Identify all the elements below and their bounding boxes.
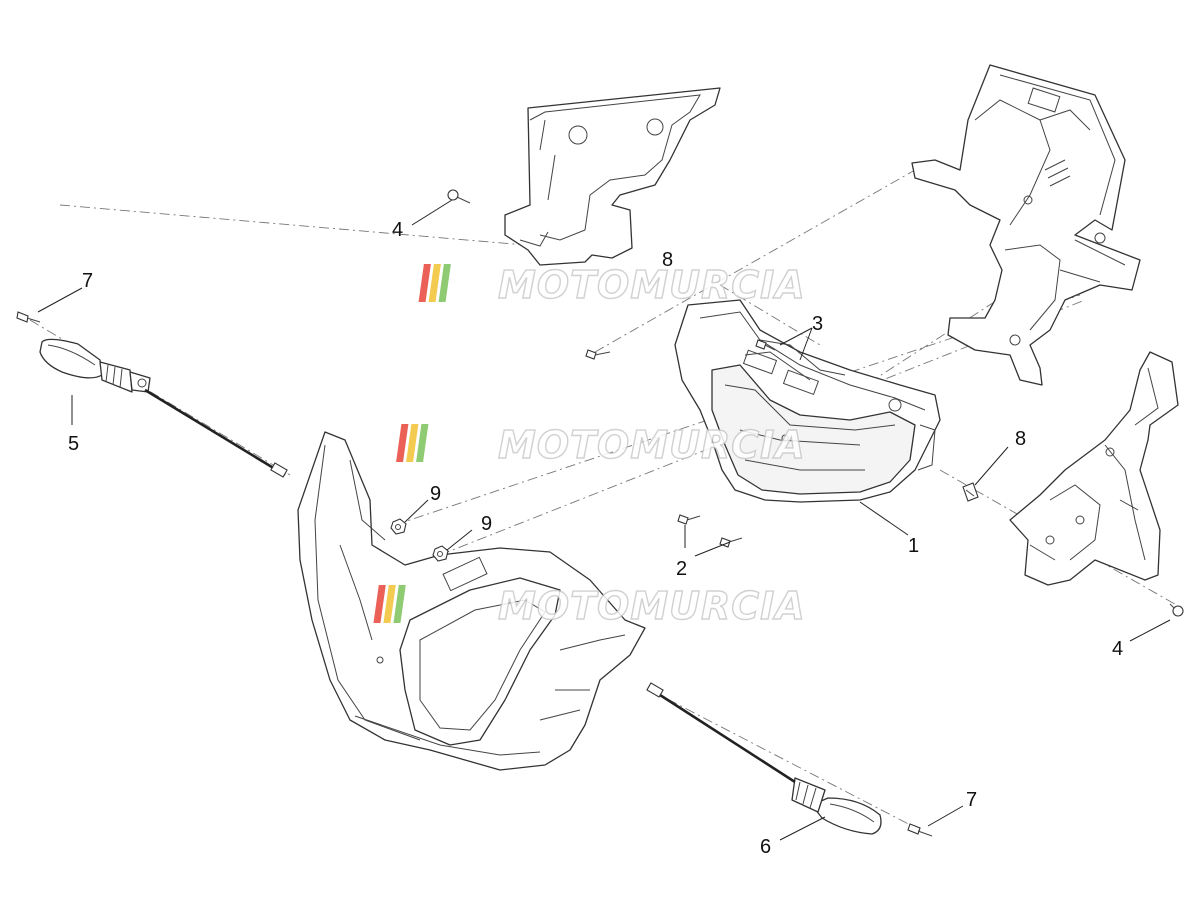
fasteners (16, 189, 1184, 837)
callout-4-upper: 4 (392, 219, 403, 241)
screw-4-lower (1169, 603, 1184, 617)
watermark-text-bottom: MOTOMURCIA (498, 584, 806, 628)
front-fairing-cowl (297, 431, 646, 771)
upper-inner-cover-panel (504, 87, 721, 266)
callout-leaders (37, 199, 1171, 841)
callout-9-upper: 9 (430, 483, 441, 505)
callout-9-lower: 9 (481, 513, 492, 535)
callout-8-right: 8 (1015, 428, 1026, 450)
left-turn-indicator (39, 338, 288, 478)
screw-7-right (907, 823, 933, 837)
screw-2b (719, 537, 743, 548)
nut-9a (390, 518, 407, 535)
callout-4-lower: 4 (1112, 638, 1123, 660)
callout-2: 2 (676, 558, 687, 580)
headlight-mount-frame (911, 64, 1141, 386)
right-side-cover-panel (1009, 351, 1179, 586)
callout-1: 1 (908, 535, 919, 557)
watermark-bottom: MOTOMURCIA (373, 583, 806, 629)
watermark-text-middle: MOTOMURCIA (498, 423, 806, 467)
headlight-assembly (674, 299, 941, 503)
callout-8-upper: 8 (662, 249, 673, 271)
clip-8 (962, 482, 979, 502)
watermark-top: MOTOMURCIA (418, 262, 806, 308)
screw-3a (585, 349, 611, 360)
callout-3: 3 (812, 313, 823, 335)
callout-5: 5 (68, 433, 79, 455)
callout-7-left: 7 (82, 270, 93, 292)
watermark-text-top: MOTOMURCIA (498, 263, 806, 307)
callout-7-right: 7 (966, 789, 977, 811)
screw-4-upper (447, 189, 471, 204)
screw-7-left (16, 311, 41, 323)
nut-9b (432, 545, 449, 562)
callout-6: 6 (760, 836, 771, 858)
right-turn-indicator (646, 682, 882, 835)
callout-labels: 1 2 3 4 4 5 6 7 7 8 8 9 9 (68, 219, 1123, 858)
screw-2a (677, 514, 701, 525)
screw-3b (755, 339, 776, 351)
watermark-middle: MOTOMURCIA (396, 422, 806, 468)
